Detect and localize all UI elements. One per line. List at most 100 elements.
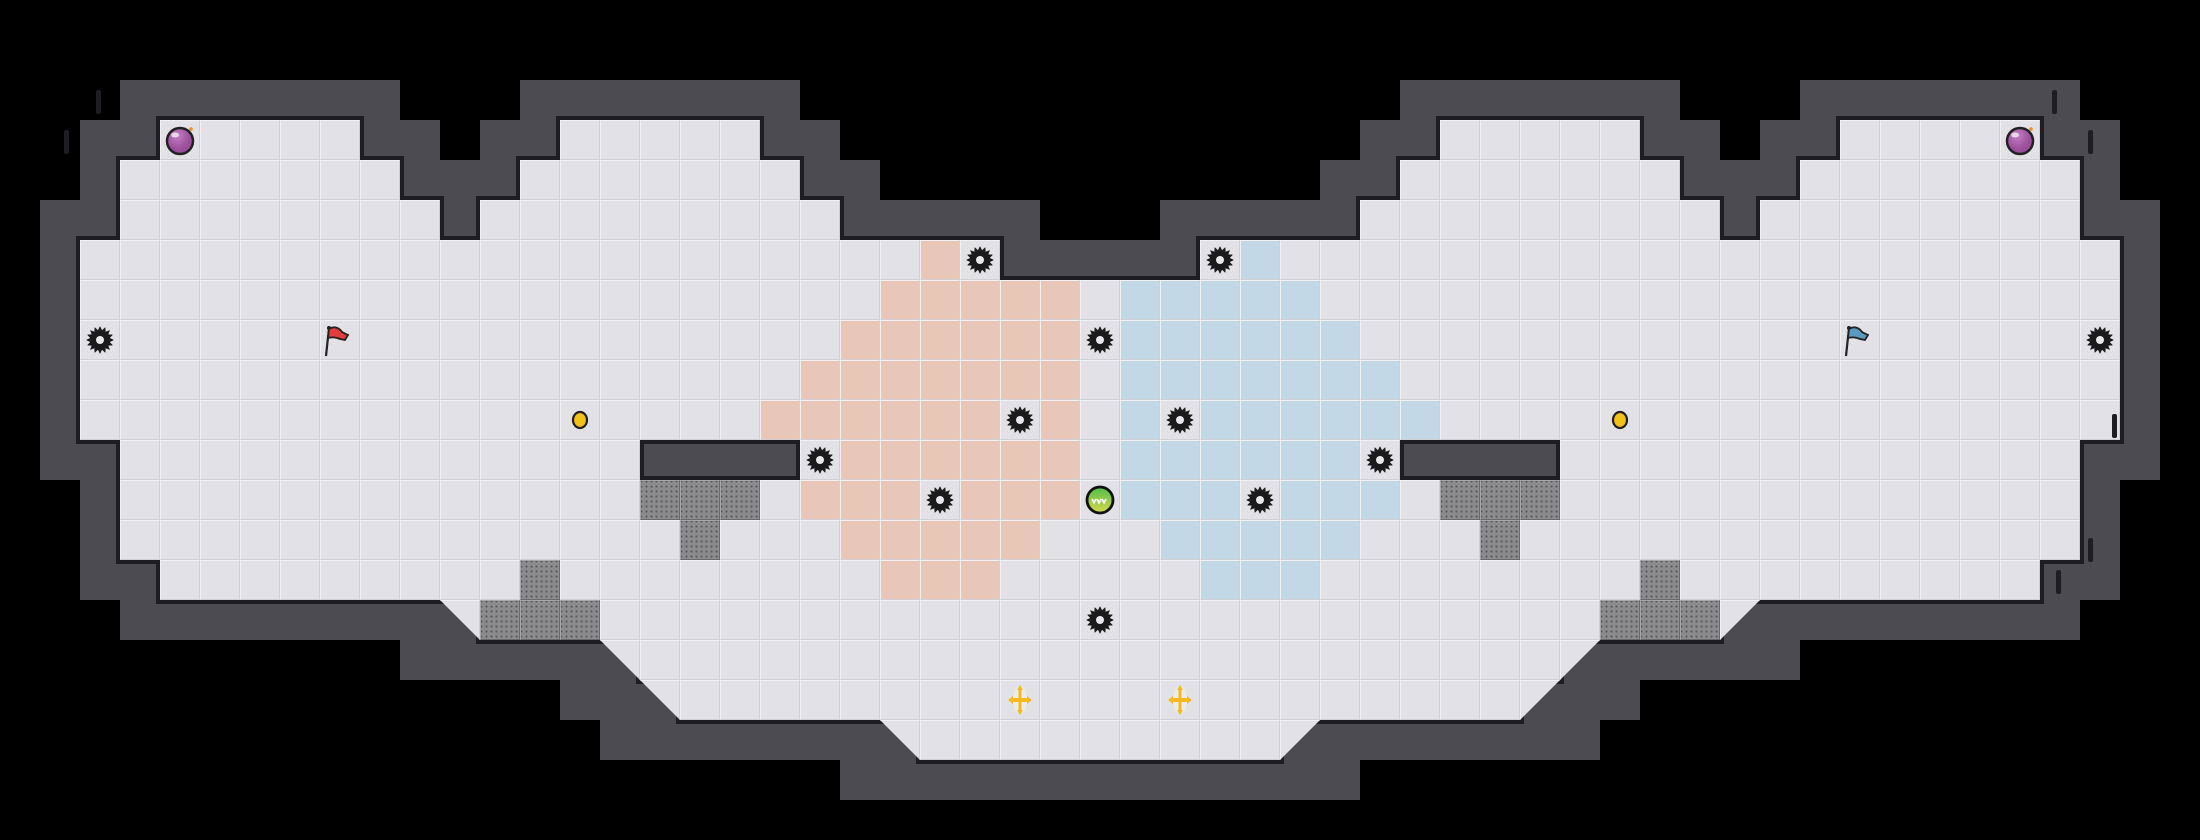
floor-tile — [1800, 240, 1840, 280]
wall-tile — [40, 320, 80, 360]
floor-tile — [1680, 280, 1720, 320]
wall-tile — [880, 200, 920, 240]
blue-zone-tile — [1400, 400, 1440, 440]
wall-tile — [2120, 280, 2160, 320]
red-zone-tile — [960, 440, 1000, 480]
wall-tile — [800, 720, 840, 760]
wall-tile — [800, 120, 840, 160]
floor-tile — [1640, 360, 1680, 400]
floor-tile — [1920, 480, 1960, 520]
wall-tile — [1520, 720, 1560, 760]
floor-tile — [840, 560, 880, 600]
floor-tile — [360, 160, 400, 200]
blue-zone-tile — [1160, 360, 1200, 400]
floor-tile — [1120, 600, 1160, 640]
floor-tile — [1720, 560, 1760, 600]
floor-tile — [1240, 640, 1280, 680]
wall-tile — [1880, 600, 1920, 640]
floor-tile — [920, 680, 960, 720]
floor-tile — [440, 520, 480, 560]
floor-tile — [2000, 320, 2040, 360]
floor-tile — [1560, 120, 1600, 160]
red-zone-tile — [840, 480, 880, 520]
floor-tile — [1920, 240, 1960, 280]
floor-tile — [800, 680, 840, 720]
floor-tile — [1560, 280, 1600, 320]
floor-tile — [240, 440, 280, 480]
wall-tile — [2080, 200, 2120, 240]
floor-tile — [120, 200, 160, 240]
wall-tile — [680, 720, 720, 760]
floor-tile — [1040, 720, 1080, 760]
metal-block-tile — [1480, 520, 1520, 560]
wall-tile — [360, 600, 400, 640]
wall-tile — [1480, 440, 1520, 480]
metal-block-tile — [1520, 480, 1560, 520]
floor-tile — [120, 520, 160, 560]
floor-tile — [840, 280, 880, 320]
floor-tile — [520, 200, 560, 240]
floor-tile — [880, 640, 920, 680]
wall-tile — [80, 200, 120, 240]
blue-zone-tile — [1160, 480, 1200, 520]
wall-tile — [560, 640, 600, 680]
floor-tile — [1400, 360, 1440, 400]
floor-tile — [960, 720, 1000, 760]
floor-tile — [840, 600, 880, 640]
floor-tile — [1600, 320, 1640, 360]
floor-tile — [1440, 640, 1480, 680]
wall-tile — [1720, 160, 1760, 200]
floor-tile — [560, 440, 600, 480]
floor-tile — [840, 240, 880, 280]
floor-tile — [560, 560, 600, 600]
floor-tile — [440, 400, 480, 440]
floor-tile — [600, 200, 640, 240]
floor-tile — [1760, 240, 1800, 280]
floor-tile — [1600, 560, 1640, 600]
floor-tile — [1800, 200, 1840, 240]
red-zone-tile — [920, 560, 960, 600]
floor-tile — [1240, 680, 1280, 720]
floor-tile — [1800, 360, 1840, 400]
wall-tile — [1040, 760, 1080, 800]
floor-tile — [200, 520, 240, 560]
wall-tile — [640, 440, 680, 480]
floor-tile — [1520, 200, 1560, 240]
floor-tile — [1280, 680, 1320, 720]
floor-tile — [1760, 560, 1800, 600]
blue-zone-tile — [1280, 280, 1320, 320]
floor-tile — [400, 440, 440, 480]
floor-tile — [1400, 240, 1440, 280]
floor-tile — [2040, 240, 2080, 280]
floor-tile — [1400, 480, 1440, 520]
floor-tile — [240, 160, 280, 200]
floor-tile — [1680, 400, 1720, 440]
floor-tile — [1520, 320, 1560, 360]
floor-tile — [1960, 440, 2000, 480]
blue-zone-tile — [1120, 400, 1160, 440]
floor-tile — [1720, 240, 1760, 280]
floor-tile — [1760, 320, 1800, 360]
wall-tile — [320, 600, 360, 640]
floor-tile — [360, 240, 400, 280]
floor-tile — [1760, 360, 1800, 400]
wall-tile — [1560, 720, 1600, 760]
floor-tile — [1520, 520, 1560, 560]
wall-tile — [1520, 440, 1560, 480]
blue-zone-tile — [1360, 480, 1400, 520]
blue-zone-tile — [1200, 520, 1240, 560]
wall-tile — [1200, 760, 1240, 800]
floor-tile — [480, 480, 520, 520]
floor-tile — [2000, 200, 2040, 240]
floor-tile — [1840, 480, 1880, 520]
wall-tile — [1080, 240, 1120, 280]
floor-tile — [360, 280, 400, 320]
floor-tile — [1320, 240, 1360, 280]
red-zone-tile — [960, 520, 1000, 560]
floor-tile — [320, 200, 360, 240]
floor-tile — [200, 400, 240, 440]
wall-tile — [440, 160, 480, 200]
floor-tile — [2000, 160, 2040, 200]
floor-tile — [1600, 120, 1640, 160]
metal-block-tile — [520, 600, 560, 640]
